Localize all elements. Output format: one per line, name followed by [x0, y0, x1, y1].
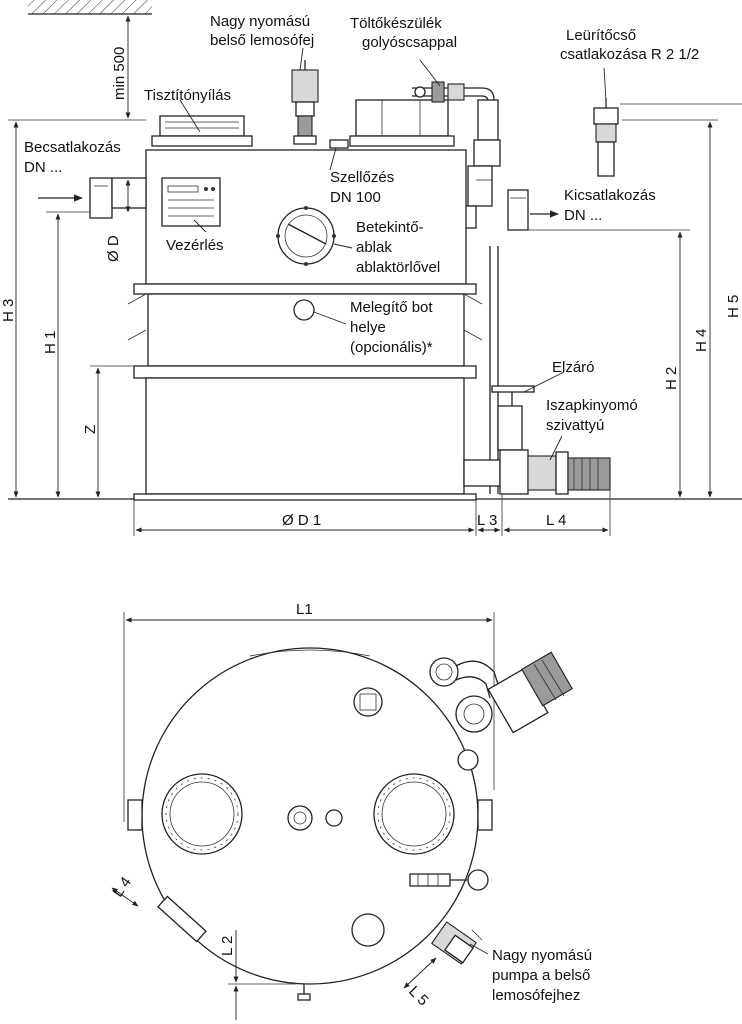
leader-lines [179, 47, 607, 461]
dim-l5: L 5 [405, 983, 431, 1009]
control-label: Vezérlés [166, 237, 224, 254]
dim-l4-top: L 4 [109, 874, 135, 900]
dim-l3: L 3 [477, 512, 497, 529]
sludge-pump-assembly [463, 246, 611, 495]
inlet-label-1: Becsatlakozás [24, 139, 121, 156]
outlet-label-1: Kicsatlakozás [564, 187, 656, 204]
drain-plate-left [157, 895, 207, 943]
sight-window-label-1: Betekintő- [356, 219, 424, 236]
hp-pump-leader [469, 943, 489, 955]
hp-pump [431, 921, 483, 965]
dim-l2: L 2 [219, 936, 236, 956]
drain-label-1: Leürítőcső [566, 27, 636, 44]
dim-z: Z [82, 425, 99, 434]
ceiling-hatch [28, 0, 152, 15]
sight-window-label-2: ablak [356, 239, 392, 256]
l4-top-dimension [111, 887, 139, 907]
dim-h3: H 3 [0, 299, 17, 322]
min-500-label: min 500 [111, 47, 128, 100]
spray-head [291, 60, 319, 145]
sight-window [276, 206, 336, 266]
filler-label-1: Töltőkészülék [350, 15, 442, 32]
outlet-label-2: DN ... [564, 207, 602, 224]
sludge-pump-label-2: szivattyú [546, 417, 604, 434]
min-500-dimension: min 500 [111, 15, 131, 119]
control-panel [161, 177, 221, 227]
ventilation-label-2: DN 100 [330, 189, 381, 206]
dim-d1: Ø D 1 [282, 512, 321, 529]
inlet-label-2: DN ... [24, 159, 62, 176]
cleaning-opening-label: Tisztítónyílás [144, 87, 231, 104]
dim-h5: H 5 [725, 295, 742, 318]
top-view: L1 [109, 601, 592, 1020]
drain-pipe [593, 98, 619, 177]
drain-label-2: csatlakozása R 2 1/2 [560, 46, 699, 63]
cleaning-openings [151, 99, 455, 149]
sludge-pump-label-1: Iszapkinyomó [546, 397, 638, 414]
heater-socket [293, 299, 315, 321]
dim-l4-side: L 4 [546, 512, 566, 529]
dim-h1: H 1 [42, 331, 59, 354]
side-view: min 500 [0, 0, 742, 536]
pump-assembly-top [429, 651, 573, 771]
hp-pump-label-3: lemosófejhez [492, 987, 580, 1004]
heater-label-1: Melegítő bot [350, 299, 433, 316]
filler-label-2: golyóscsappal [362, 34, 457, 51]
horizontal-dimensions [133, 490, 611, 536]
vent-pipe [461, 99, 501, 229]
heater-label-3: (opcionális)* [350, 339, 433, 356]
valve-label: Elzáró [552, 359, 595, 376]
dim-h4: H 4 [693, 329, 710, 352]
ventilation-label-1: Szellőzés [330, 169, 394, 186]
manhole-right [373, 773, 455, 855]
center-fittings [287, 805, 343, 831]
spray-fitting-right [409, 869, 489, 891]
outlet-connection [507, 189, 559, 231]
bottom-inspection [351, 913, 385, 947]
spray-head-label-2: belső lemosófej [210, 32, 314, 49]
spray-head-label-1: Nagy nyomású [210, 13, 310, 30]
heater-label-2: helye [350, 319, 386, 336]
l2-dimension [228, 930, 296, 1020]
hp-pump-label-2: pumpa a belső [492, 967, 590, 984]
outlet-stub-top [477, 799, 493, 831]
l5-dimension [403, 957, 437, 989]
manhole-left [161, 773, 243, 855]
filler-ball-valve [412, 81, 495, 112]
hp-pump-label-1: Nagy nyomású [492, 947, 592, 964]
l1-dimension [123, 612, 495, 822]
dim-d: Ø D [105, 235, 122, 262]
tank-rim-detail [249, 649, 371, 657]
sight-window-label-3: ablaktörlővel [356, 259, 440, 276]
dim-l1: L1 [296, 601, 313, 618]
top-fitting [353, 687, 383, 717]
vertical-dimensions [8, 103, 742, 498]
inlet-stub-top [127, 799, 143, 831]
dim-h2: H 2 [663, 367, 680, 390]
